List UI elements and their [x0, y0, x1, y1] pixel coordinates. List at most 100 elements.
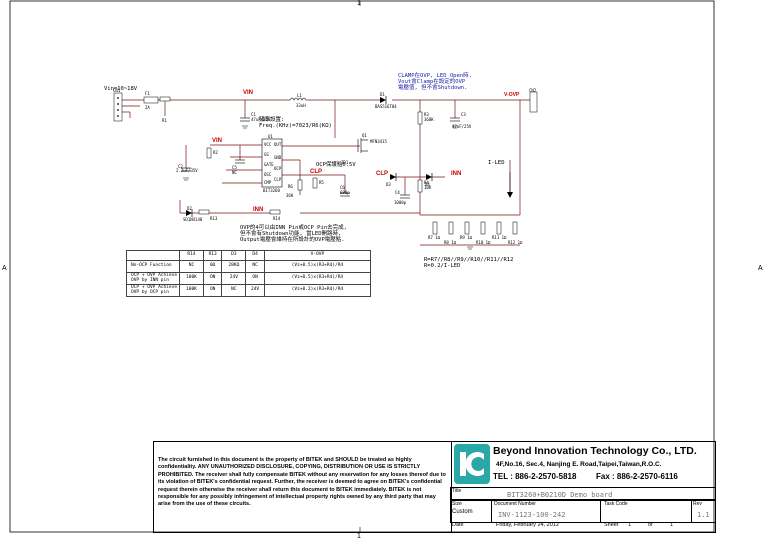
cn1-connector [113, 92, 123, 122]
table-cell: 100K [179, 284, 204, 297]
u1-part: BIT3260 [263, 188, 280, 193]
date-label: Date [452, 522, 464, 528]
q1-mosfet [357, 138, 368, 153]
table-cell: OCP + OVP Achieve OVP by OCP pin [126, 284, 180, 297]
rev-value: 1.1 [697, 511, 710, 519]
d1-label: D1 [380, 92, 385, 97]
d1-diode [380, 97, 386, 103]
date-value: Friday, February 24, 2012 [496, 522, 559, 528]
table-cell: NC [221, 284, 247, 297]
table-header-cell: R14 [179, 250, 204, 261]
size-label: Size [452, 501, 462, 507]
d2-part: SD1N4148 [183, 217, 203, 222]
table-header-cell: R13 [202, 250, 223, 261]
zone-top: 1 [357, 0, 361, 7]
r4-label: R4 [424, 180, 429, 185]
table-cell: ON [202, 272, 223, 285]
net-inn-bottom: INN [253, 207, 264, 213]
note-ocp: OCP保護點0.5V [316, 162, 356, 168]
task-cell [600, 499, 692, 523]
table-cell: ON [202, 284, 223, 297]
u1-pin-osc: OSC [264, 172, 272, 177]
docnum-value: INV-1123-100-242 [498, 511, 566, 519]
cn2-label: CN2 [529, 88, 537, 93]
rev-label: Rev [693, 501, 702, 507]
docnum-label: Document Number [494, 501, 536, 507]
d2-label: D2 [187, 206, 192, 211]
u1-pin-clp: CLP [274, 177, 282, 182]
d3-diode [390, 174, 396, 180]
c4-value: 1000p [394, 200, 407, 205]
sheet-label: Sheet [604, 522, 619, 528]
u1-pin-cmp: CMP [264, 180, 272, 185]
r1-label: R1 [162, 118, 167, 123]
l1-value: 33uH [296, 103, 306, 108]
title-row [450, 487, 716, 501]
c1-label: C1 [251, 112, 256, 117]
table-header-cell [126, 250, 180, 261]
table-cell: NC [245, 260, 265, 273]
company-tel: TEL : 886-2-2570-5818 [493, 472, 577, 481]
table-cell: ON [245, 272, 265, 285]
note-ovp: OVP的4可以由INN Pin或OCP Pin去完成, 但不會有Shutdown… [240, 225, 347, 244]
c4-label: C4 [395, 190, 400, 195]
d1-part: BAS516T04 [375, 104, 397, 109]
u1-pin-gs: GS [264, 152, 269, 157]
net-iled: I-LED [488, 160, 505, 166]
u1-pin-ocp: OCP [274, 166, 282, 171]
table-cell: (Vz+0.5)x(R3+R4)/R4 [263, 272, 372, 285]
c5-value: NC [232, 170, 237, 175]
r9-label: R9 1Ω [460, 235, 473, 240]
q1-part: MFN3415 [370, 139, 387, 144]
table-cell: OCP + OVP Achieve OVP by INN pin [126, 272, 180, 285]
u1-pin-gate: GATE [264, 162, 274, 167]
r6-label: R6 [288, 184, 293, 189]
u1-pin-vcc: VCC [264, 142, 272, 147]
r2-label: R2 [213, 150, 218, 155]
company-name: Beyond Innovation Technology Co., LTD. [493, 445, 697, 457]
note-frequency: 頻率設置: Freq.(KHz)=7023/R6(KΩ) [259, 117, 332, 130]
r12-label: R12 1Ω [508, 240, 523, 245]
r3-value: 360K [424, 117, 434, 122]
table-header-row: R14 R13 D3 D4 V-OVP [126, 250, 372, 261]
d4-diode [426, 174, 432, 180]
c2-value: 2.2uF/35V [176, 168, 198, 173]
u1-pin-gnd: GND [274, 155, 282, 160]
l1-label: L1 [297, 93, 302, 98]
table-row: OCP + OVP Achieve OVP by INN pin 100K ON… [126, 272, 372, 285]
net-clp-right: CLP [376, 171, 388, 177]
net-vin-left: VIN [212, 138, 223, 144]
title-value: BIT3260+B0210D Demo board [507, 491, 613, 499]
table-cell: 100K [179, 272, 204, 285]
net-vin-top: VIN [243, 90, 254, 96]
f1-value: 2A [145, 105, 150, 110]
u1-pin-out: OUT [274, 142, 282, 147]
r14-label: R14 [273, 216, 281, 221]
capacitors [181, 117, 460, 199]
r10-label: R10 1Ω [476, 240, 491, 245]
title-label: Title [452, 488, 462, 494]
cn2-connector [529, 91, 538, 113]
size-cell [450, 499, 492, 523]
table-cell: 24V [221, 272, 247, 285]
net-inn-right: INN [451, 171, 462, 177]
sheet-value: 1 [628, 522, 632, 528]
table-row: OCP + OVP Achieve OVP by OCP pin 100K ON… [126, 284, 372, 297]
f1-fuse [143, 96, 159, 104]
q1-label: Q1 [362, 133, 367, 138]
r7-label: R7 1Ω [428, 235, 441, 240]
r5-label: R5 [319, 180, 324, 185]
of-value: 1 [670, 522, 674, 528]
r13-label: R13 [210, 216, 218, 221]
net-vin-connector: Vin=10~18V [104, 86, 138, 92]
table-cell: NC [179, 260, 204, 273]
company-address: 4F,No.16, Sec.4, Nanjing E. Road,Taipei,… [496, 461, 662, 468]
net-vovp: V-OVP [504, 92, 520, 98]
table-cell: (Vz+0.5)x(R3+R4)/R4 [263, 260, 372, 273]
c1-value: 47uF/35V [251, 117, 271, 122]
r4-value: 10K [424, 185, 432, 190]
table-header-cell: D3 [221, 250, 247, 261]
table-header-cell: D4 [245, 250, 265, 261]
cn1-label: CN1 [113, 88, 121, 93]
resistors [159, 96, 518, 235]
